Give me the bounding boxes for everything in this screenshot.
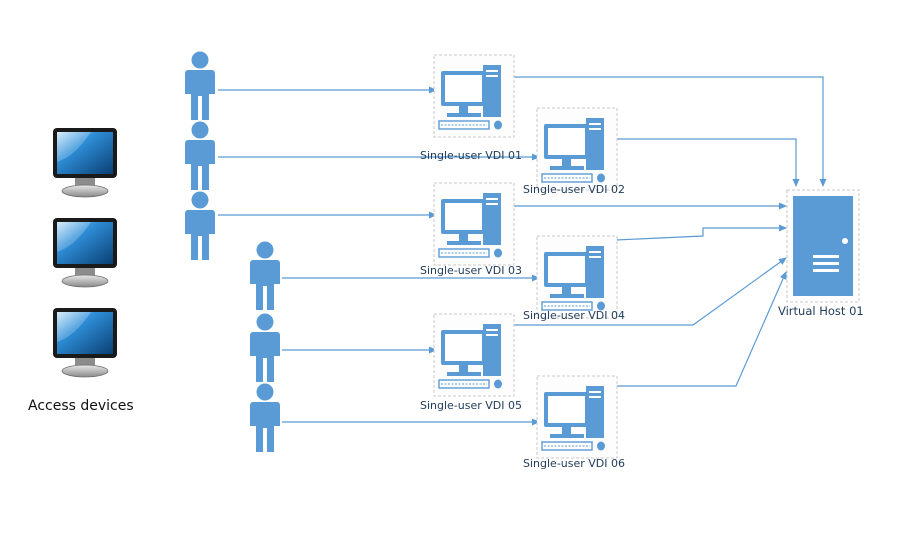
vdi-label-02: Single-user VDI 02	[523, 183, 626, 196]
user-icon	[250, 313, 280, 382]
vdi-label-04: Single-user VDI 04	[523, 309, 626, 322]
connector-vdi-01-host	[513, 76, 827, 187]
user-to-vdi-connectors	[218, 86, 540, 426]
desktop-computer-icon	[536, 375, 618, 459]
connector-vdi-05-host	[513, 257, 787, 326]
monitor-icon	[52, 127, 118, 198]
desktop-computer-icon	[433, 54, 515, 138]
access-devices	[52, 127, 118, 378]
desktop-computer-icon	[536, 235, 618, 319]
user-icon	[185, 121, 215, 190]
user-icon	[250, 383, 280, 452]
vdi-machines	[433, 54, 618, 459]
user-icon	[185, 191, 215, 260]
vdi-label-03: Single-user VDI 03	[420, 264, 523, 277]
vdi-label-05: Single-user VDI 05	[420, 399, 523, 412]
vdi-label-01: Single-user VDI 01	[420, 149, 523, 162]
desktop-computer-icon	[536, 107, 618, 191]
server-icon	[786, 189, 860, 303]
vdi-to-host-connectors	[513, 76, 827, 387]
monitor-icon	[52, 217, 118, 288]
host-label: Virtual Host 01	[778, 304, 864, 318]
desktop-computer-icon	[433, 182, 515, 266]
users	[185, 51, 280, 452]
connector-vdi-06-host	[616, 271, 787, 387]
user-icon	[185, 51, 215, 120]
monitor-icon	[52, 307, 118, 378]
access-devices-label: Access devices	[28, 398, 134, 414]
vdi-label-06: Single-user VDI 06	[523, 457, 626, 470]
connector-vdi-02-host	[616, 138, 800, 187]
user-icon	[250, 241, 280, 310]
connector-vdi-04-host	[615, 224, 787, 241]
desktop-computer-icon	[433, 313, 515, 397]
